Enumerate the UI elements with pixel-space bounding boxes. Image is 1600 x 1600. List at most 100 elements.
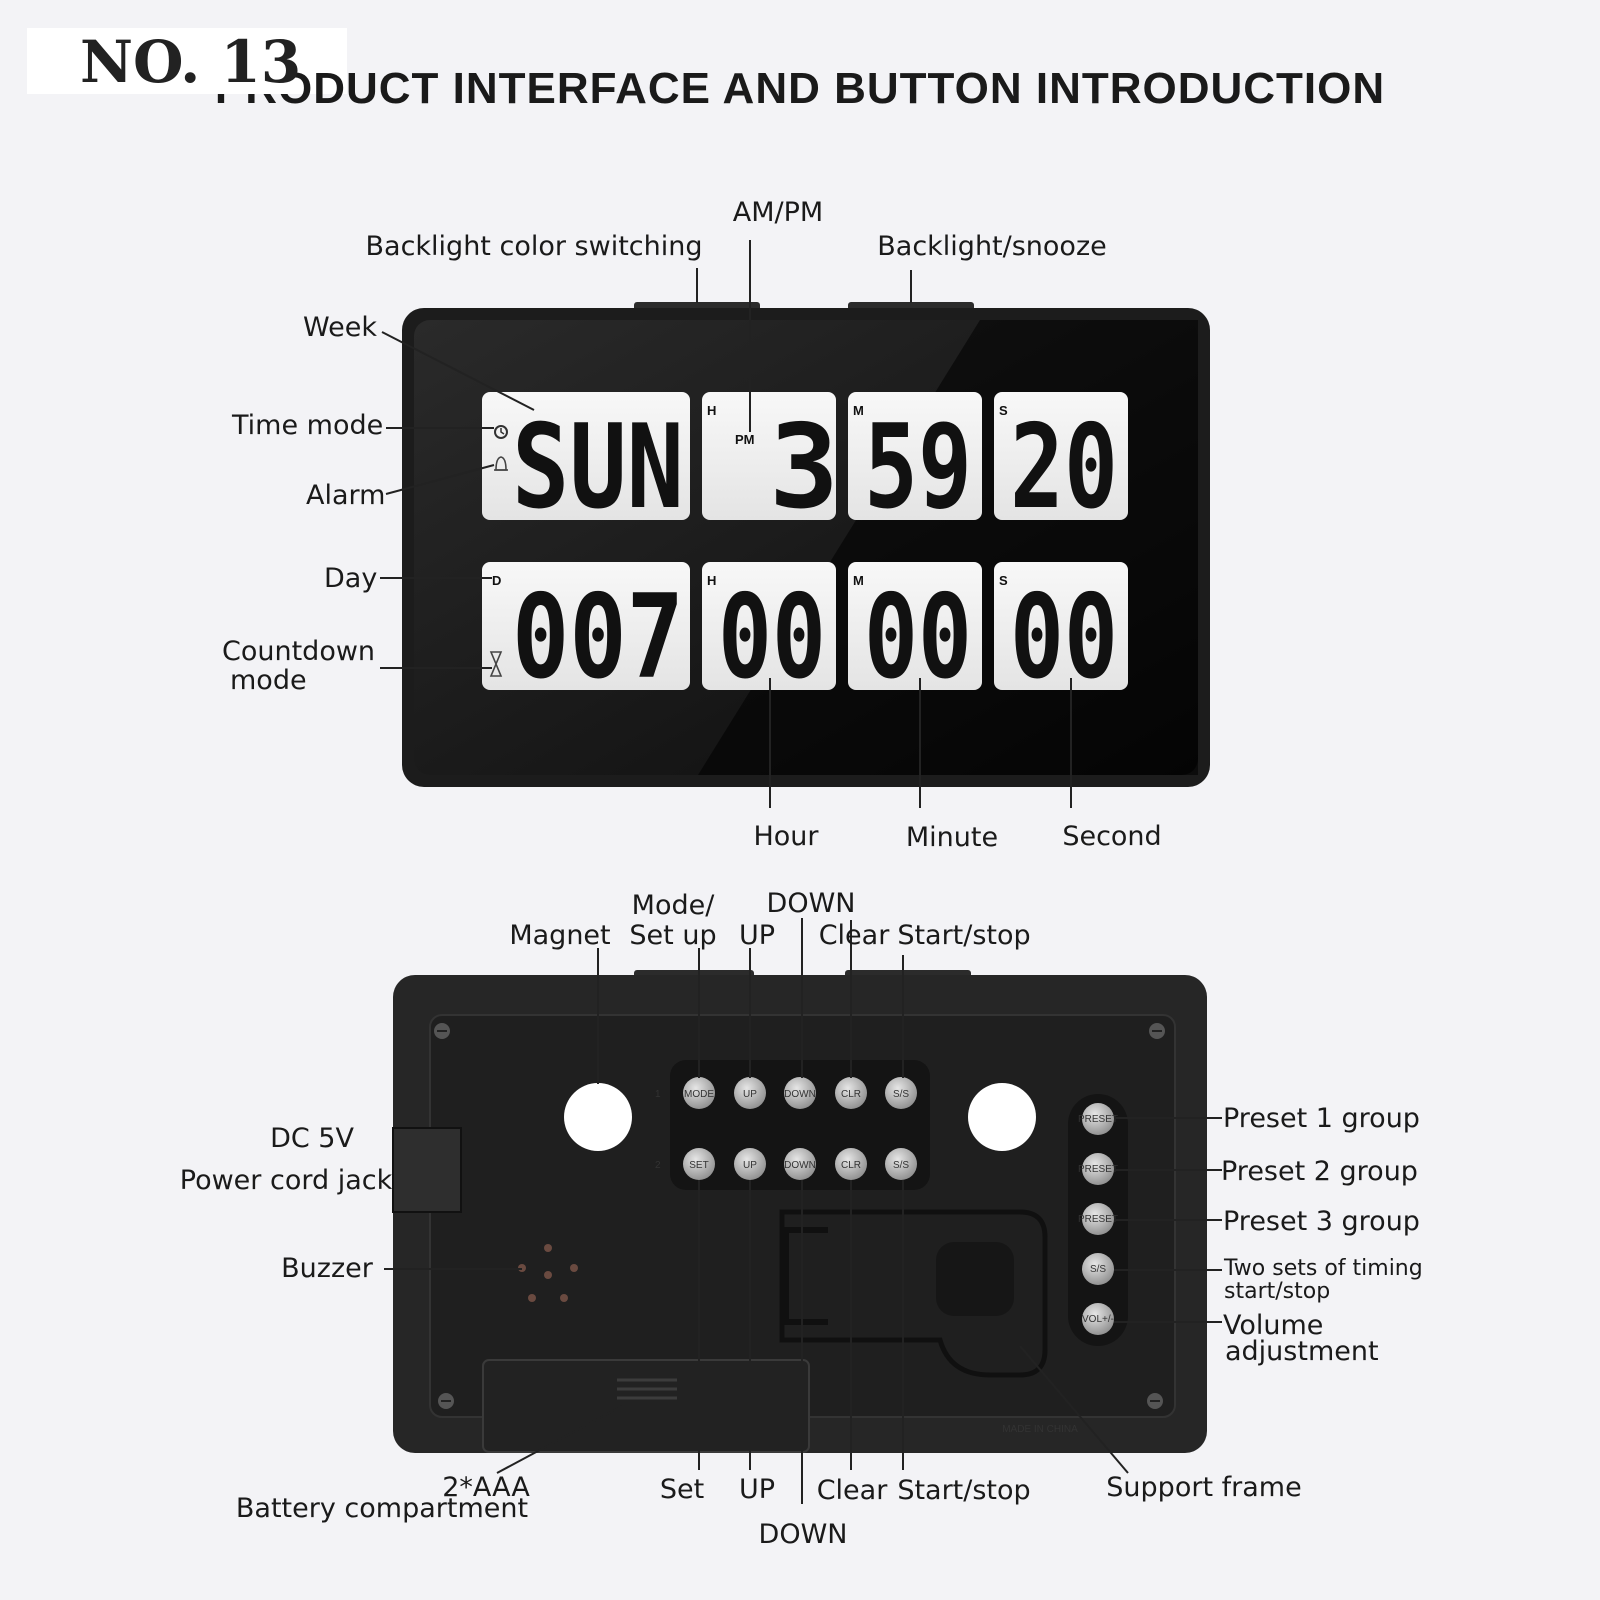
btn-label: PRESET: [1078, 1114, 1118, 1125]
lcd-week-panel: SUN: [482, 392, 690, 535]
preset-1-button[interactable]: PRESET: [1078, 1103, 1118, 1135]
ss-button-1[interactable]: S/S: [885, 1077, 917, 1109]
made-in-label: MADE IN CHINA: [1002, 1424, 1078, 1435]
label-backlight-color: Backlight color switching: [366, 231, 703, 262]
preset-2-button[interactable]: PRESET: [1078, 1153, 1118, 1185]
magnet-right: [968, 1083, 1036, 1151]
label-dc-1: DC 5V: [270, 1123, 354, 1154]
volume-button[interactable]: VOL+/-: [1082, 1303, 1114, 1335]
unit-h-bottom: H: [707, 573, 716, 588]
lcd-cd-hour: 00: [718, 570, 826, 705]
dc-jack: [392, 1127, 462, 1213]
clr-button-2[interactable]: CLR: [835, 1148, 867, 1180]
up-button-1[interactable]: UP: [734, 1077, 766, 1109]
label-countdown-1: Countdown: [222, 636, 375, 667]
lcd-cd-minute: 00: [864, 570, 972, 705]
label-backlight-snooze: Backlight/snooze: [877, 231, 1107, 262]
label-battery-2: Battery compartment: [236, 1493, 528, 1524]
tag-cover: [27, 28, 292, 94]
label-hour: Hour: [753, 821, 819, 852]
label-day: Day: [324, 563, 377, 594]
btn-label: UP: [743, 1089, 757, 1100]
support-frame: [779, 1209, 1048, 1378]
battery-grip: [617, 1378, 677, 1400]
btn-label: PRESET: [1078, 1164, 1118, 1175]
unit-h-top: H: [707, 403, 716, 418]
front-leader-lines: [380, 240, 1072, 808]
label-down-bottom: DOWN: [759, 1519, 848, 1550]
btn-label: S/S: [893, 1089, 909, 1100]
unit-d: D: [492, 573, 501, 588]
screw-icon: [1147, 1393, 1163, 1409]
label-support-frame: Support frame: [1106, 1472, 1301, 1503]
btn-label: VOL+/-: [1082, 1314, 1114, 1325]
label-clear-top: Clear: [819, 920, 891, 951]
label-alarm: Alarm: [306, 480, 385, 511]
support-tab: [936, 1242, 1014, 1316]
set-button[interactable]: SET: [683, 1148, 715, 1180]
btn-label: DOWN: [784, 1089, 816, 1100]
label-ss-bottom: Start/stop: [897, 1475, 1030, 1506]
row-number-1: 1: [655, 1089, 661, 1100]
front-device: SUN H PM 3 M 59 S 20 D 007 H: [402, 302, 1210, 787]
clr-button-1[interactable]: CLR: [835, 1077, 867, 1109]
label-down-top: DOWN: [767, 888, 856, 919]
unit-s-bottom: S: [999, 573, 1008, 588]
btn-label: S/S: [1090, 1264, 1106, 1275]
lcd-days-panel: D 007: [482, 562, 690, 705]
btn-label: UP: [743, 1160, 757, 1171]
label-preset-1: Preset 1 group: [1223, 1103, 1420, 1134]
unit-s-top: S: [999, 403, 1008, 418]
row-number-2: 2: [655, 1160, 661, 1171]
btn-label: DOWN: [784, 1160, 816, 1171]
label-battery-1: 2*AAA: [442, 1472, 530, 1503]
label-two-sets-2: start/stop: [1224, 1279, 1330, 1304]
label-minute: Minute: [906, 822, 998, 853]
clock-icon: [494, 425, 508, 439]
lcd-cd-hour-panel: H 00: [702, 562, 836, 705]
btn-label: S/S: [893, 1160, 909, 1171]
btn-label: PRESET: [1078, 1214, 1118, 1225]
back-device: 1 2 MODE UP DOWN CLR S/S SET UP DOWN CLR…: [392, 970, 1207, 1453]
lcd-second-panel: S 20: [994, 392, 1128, 535]
btn-label: CLR: [841, 1160, 861, 1171]
lcd-cd-second: 00: [1010, 570, 1118, 705]
back-leader-lines: [384, 918, 1222, 1504]
down-button-2[interactable]: DOWN: [784, 1148, 816, 1180]
pm-indicator: PM: [735, 432, 755, 447]
unit-m-bottom: M: [853, 573, 864, 588]
label-time-mode: Time mode: [231, 410, 383, 441]
up-button-2[interactable]: UP: [734, 1148, 766, 1180]
label-week: Week: [303, 312, 377, 343]
page-title: PRODUCT INTERFACE AND BUTTON INTRODUCTIO…: [215, 64, 1385, 113]
tag-label: NO. 13: [80, 28, 301, 96]
label-am-pm: AM/PM: [733, 197, 823, 228]
label-mode-1: Mode/: [632, 890, 716, 921]
lcd-second: 20: [1010, 400, 1118, 535]
lcd-week: SUN: [512, 400, 684, 535]
bell-icon: [494, 456, 508, 471]
support-hinge: [782, 1227, 828, 1325]
preset-3-button[interactable]: PRESET: [1078, 1203, 1118, 1235]
label-countdown-2: mode: [230, 665, 307, 696]
mode-button[interactable]: MODE: [683, 1077, 715, 1109]
screw-icon: [438, 1393, 454, 1409]
down-button-1[interactable]: DOWN: [784, 1077, 816, 1109]
ss-button-2[interactable]: S/S: [885, 1148, 917, 1180]
label-second: Second: [1062, 821, 1161, 852]
label-volume-1: Volume: [1223, 1310, 1323, 1341]
btn-label: MODE: [684, 1089, 714, 1100]
btn-label: CLR: [841, 1089, 861, 1100]
label-buzzer: Buzzer: [281, 1253, 374, 1284]
lcd-cd-second-panel: S 00: [994, 562, 1128, 705]
lcd-hour-panel: H PM 3: [702, 392, 839, 535]
label-mode-2: Set up: [629, 920, 716, 951]
screw-icon: [434, 1023, 450, 1039]
label-ss-top: Start/stop: [897, 920, 1030, 951]
ss-side-button[interactable]: S/S: [1082, 1253, 1114, 1285]
label-set: Set: [660, 1474, 704, 1505]
unit-m-top: M: [853, 403, 864, 418]
hourglass-icon: [489, 651, 503, 677]
lcd-minute-panel: M 59: [848, 392, 982, 535]
